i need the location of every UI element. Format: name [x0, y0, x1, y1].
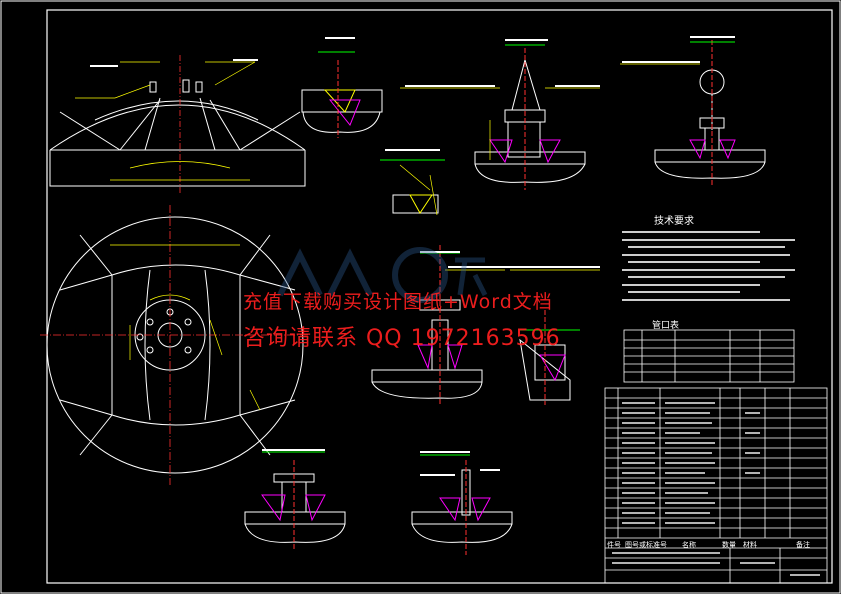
watermark-logo [270, 245, 490, 316]
tech-requirements-title: 技术要求 [654, 216, 694, 227]
watermark-line-2: 咨询请联系 QQ 1972163596 [243, 326, 561, 351]
detail-view-6 [519, 310, 580, 405]
plan-view-centerlines [40, 205, 310, 485]
detail-view-2 [400, 44, 600, 190]
detail-view-7 [244, 451, 346, 550]
bom-col-material: 材料 [743, 541, 757, 549]
bom-col-remark: 备注 [796, 541, 810, 549]
bom-table-text-lines [612, 402, 820, 576]
detail-view-4 [380, 159, 445, 216]
tech-requirements-lines [622, 231, 795, 301]
bom-col-name: 名称 [682, 541, 696, 549]
dome-elevation-dims [75, 61, 256, 181]
bom-table-grid [604, 387, 828, 584]
nozzle-table-title: 管口表 [652, 321, 680, 331]
plan-view [46, 216, 304, 474]
bom-col-drawing: 图号或标准号 [625, 541, 667, 549]
watermark-line-1: 充值下载购买设计图纸+Word文档 [243, 291, 553, 313]
drawing-frame-inner [46, 9, 833, 584]
detail-view-3 [620, 40, 766, 185]
dome-elevation-view [49, 79, 306, 187]
nozzle-table-grid [623, 329, 795, 383]
plan-view-dims [110, 244, 261, 411]
watermark-logo-icon [277, 247, 488, 303]
section-label-bars [90, 36, 735, 476]
bom-col-partno: 件号 [607, 541, 621, 549]
detail-view-1 [301, 51, 383, 138]
detail-view-5 [371, 245, 600, 405]
bom-col-qty: 数量 [722, 541, 736, 549]
detail-view-8 [411, 454, 513, 555]
